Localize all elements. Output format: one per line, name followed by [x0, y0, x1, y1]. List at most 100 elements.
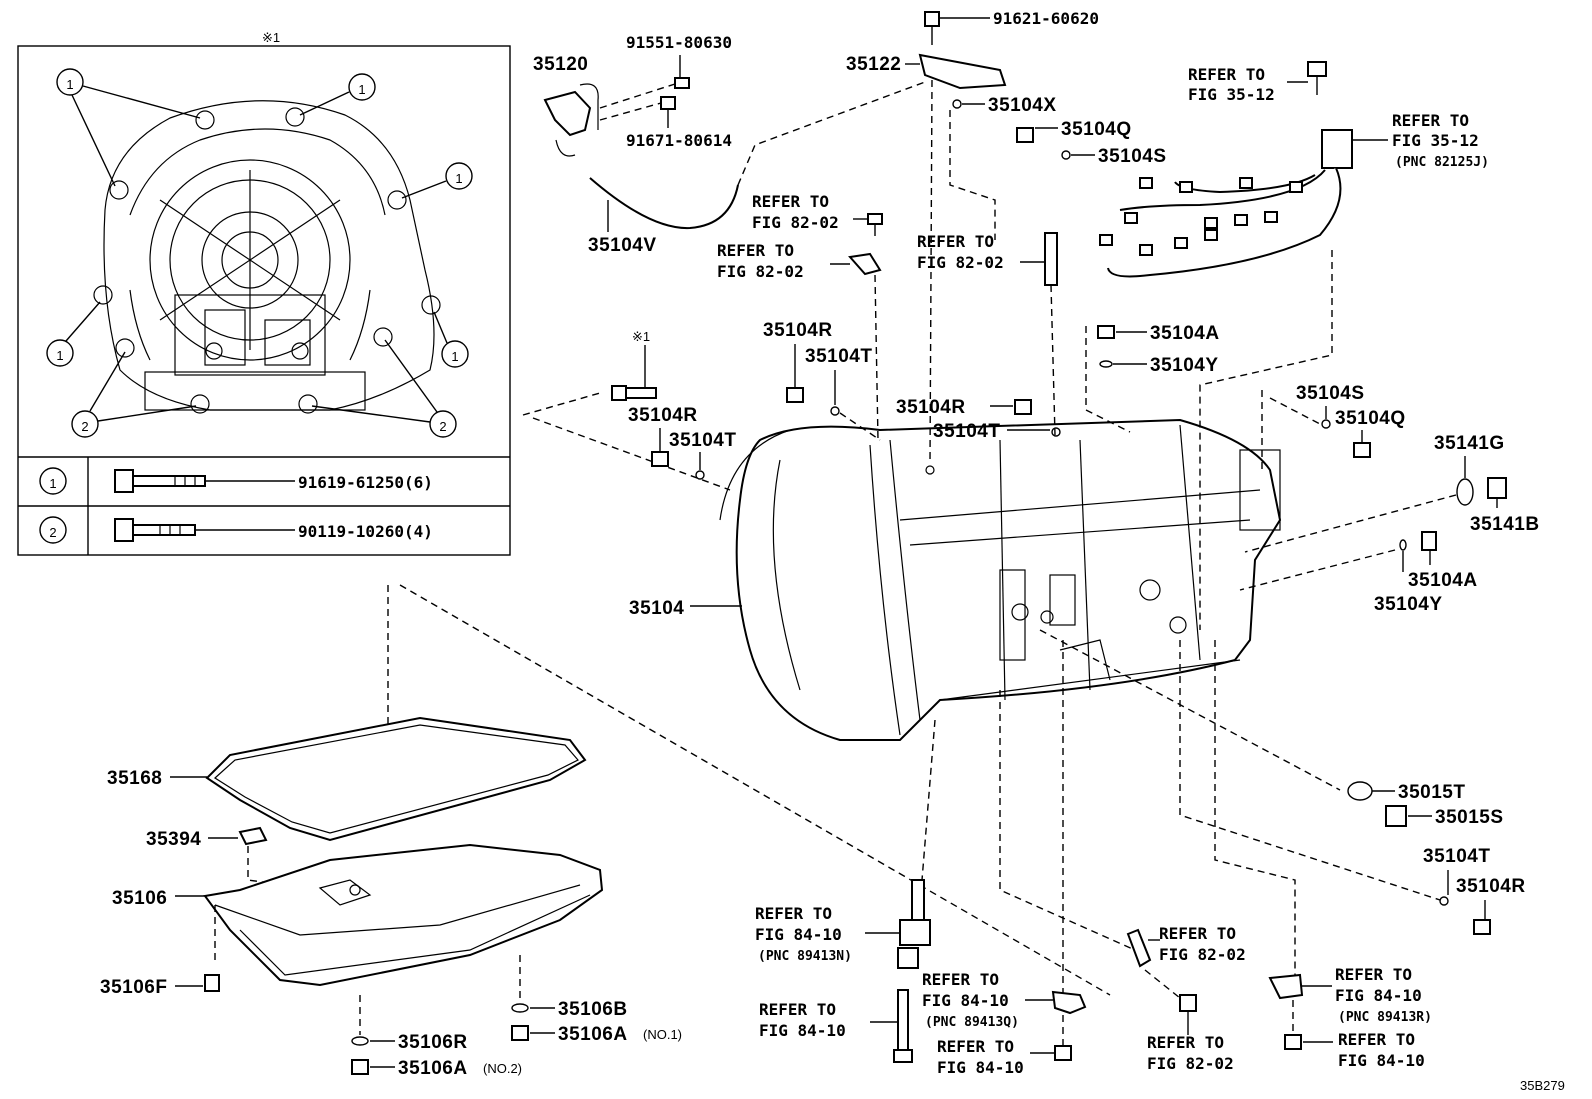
label-35104R-d: 35104R — [1456, 876, 1526, 897]
label-35104S-top: 35104S — [1098, 146, 1167, 167]
part-group-drain: 35015T 35015S 35104T 35104R — [1039, 629, 1526, 935]
callout-1-left — [46, 339, 74, 367]
label-35104T-c: 35104T — [933, 421, 1000, 442]
ref-82-02-a-line2: FIG 82-02 — [752, 213, 839, 232]
label-91551-80630: 91551-80630 — [626, 33, 732, 52]
svg-text:2: 2 — [439, 419, 446, 434]
svg-text:1: 1 — [66, 77, 73, 92]
part-group-bolts-left: ※1 35104R 35104T 35104R 35104T 35104R 35… — [522, 320, 1061, 491]
svg-text:2: 2 — [49, 525, 56, 540]
ref-84-10-c-line1: REFER TO — [922, 970, 999, 989]
inset-callouts: 1 1 1 1 1 2 2 — [46, 68, 473, 438]
part-group-35104A-top: 35104A 35104Y — [1085, 323, 1220, 433]
part-group-harness: REFER TO FIG 35-12 REFER TO FIG 35-12 (P… — [1099, 61, 1489, 630]
ref-84-10-a-pnc: (PNC 89413N) — [758, 949, 852, 964]
inset-frame — [17, 45, 511, 556]
label-35106A-no2-note: (NO.2) — [483, 1061, 522, 1076]
label-35168: 35168 — [107, 768, 162, 789]
svg-text:2: 2 — [81, 419, 88, 434]
label-35104X: 35104X — [988, 95, 1057, 116]
callout-1-top-left — [56, 68, 84, 96]
transmission-case — [719, 418, 1282, 741]
label-35106R: 35106R — [398, 1032, 468, 1053]
svg-text:1: 1 — [56, 348, 63, 363]
ref-82-02-d-line1: REFER TO — [1159, 924, 1236, 943]
label-35104V: 35104V — [588, 235, 657, 256]
ref-82-02-a-line1: REFER TO — [752, 192, 829, 211]
label-35120: 35120 — [533, 54, 588, 75]
ref-82-02-b-line2: FIG 82-02 — [717, 262, 804, 281]
label-35394: 35394 — [146, 829, 201, 850]
label-35104T-d: 35104T — [1423, 846, 1490, 867]
label-35104R-a: 35104R — [763, 320, 833, 341]
ref-84-10-c-pnc: (PNC 89413Q) — [925, 1015, 1019, 1030]
ref-82-02-e-line1: REFER TO — [1147, 1033, 1224, 1052]
label-35104A-top: 35104A — [1150, 323, 1220, 344]
label-35106F: 35106F — [100, 977, 167, 998]
part-group-35122: 91621-60620 35122 35104X — [846, 9, 1099, 463]
part-group-35120: 35120 91551-80630 91671-80614 35104V — [533, 33, 926, 256]
inset-bolt-table: 1 91619-61250(6) 2 90119-10260(4) — [39, 467, 433, 544]
label-35104: 35104 — [629, 598, 684, 619]
label-35122: 35122 — [846, 54, 901, 75]
callout-2-left — [71, 410, 99, 438]
ref-84-10-f-line2: FIG 84-10 — [1338, 1051, 1425, 1070]
callout-1-lower-right — [441, 340, 469, 368]
ref-82-02-b-line1: REFER TO — [717, 241, 794, 260]
ref-84-10-e-pnc: (PNC 89413R) — [1338, 1010, 1432, 1025]
marker-bolt: ※1 — [632, 329, 650, 344]
ref-84-10-d-line2: FIG 84-10 — [937, 1058, 1024, 1077]
ref-82-02-e-line2: FIG 82-02 — [1147, 1054, 1234, 1073]
label-35104Y-right: 35104Y — [1374, 594, 1443, 615]
label-35106A-no1: 35106A — [558, 1024, 628, 1045]
bolt-1-part-number: 91619-61250(6) — [298, 473, 433, 492]
label-35141G: 35141G — [1434, 433, 1505, 454]
callout-1-top-right — [348, 73, 376, 101]
inset-detail: ※1 — [17, 30, 511, 556]
figure-code: 35B279 — [1520, 1078, 1565, 1093]
label-35106A-no2: 35106A — [398, 1058, 468, 1079]
converter-housing-sketch — [93, 100, 441, 414]
label-35015S: 35015S — [1435, 807, 1504, 828]
label-91671-80614: 91671-80614 — [626, 131, 732, 150]
ref-fig-35-12-a-line1: REFER TO — [1188, 65, 1265, 84]
ref-fig-35-12-b-line1: REFER TO — [1392, 111, 1469, 130]
part-group-lower-refs: REFER TO FIG 84-10 (PNC 89413N) REFER TO… — [755, 640, 1432, 1077]
ref-84-10-c-line2: FIG 84-10 — [922, 991, 1009, 1010]
ref-84-10-b-line1: REFER TO — [759, 1000, 836, 1019]
ref-82-02-c-line2: FIG 82-02 — [917, 253, 1004, 272]
ref-fig-35-12-b-pnc: (PNC 82125J) — [1395, 155, 1489, 170]
label-35104T-a: 35104T — [805, 346, 872, 367]
ref-84-10-b-line2: FIG 84-10 — [759, 1021, 846, 1040]
callout-1-right — [445, 162, 473, 190]
ref-fig-35-12-b-line2: FIG 35-12 — [1392, 131, 1479, 150]
part-group-refs-82-02-top: REFER TO FIG 82-02 REFER TO FIG 82-02 RE… — [717, 192, 1058, 441]
label-35104T-b: 35104T — [669, 430, 736, 451]
label-35104R-c: 35104R — [896, 397, 966, 418]
svg-text:1: 1 — [49, 476, 56, 491]
label-35106A-no1-note: (NO.1) — [643, 1027, 682, 1042]
ref-84-10-f-line1: REFER TO — [1338, 1030, 1415, 1049]
part-group-oil-pan: 35168 35394 35106 35106F 35106B 35106A (… — [100, 584, 1111, 1079]
svg-text:1: 1 — [455, 171, 462, 186]
ref-84-10-d-line1: REFER TO — [937, 1037, 1014, 1056]
label-35104Q-right: 35104Q — [1335, 408, 1406, 429]
ref-fig-35-12-a-line2: FIG 35-12 — [1188, 85, 1275, 104]
label-35104R-b: 35104R — [628, 405, 698, 426]
label-35106B: 35106B — [558, 999, 628, 1020]
label-91621-60620: 91621-60620 — [993, 9, 1099, 28]
label-35104Q-top: 35104Q — [1061, 119, 1132, 140]
part-group-35104Q-top: 35104Q 35104S — [1016, 119, 1167, 167]
label-35104S-right: 35104S — [1296, 383, 1365, 404]
ref-84-10-e-line1: REFER TO — [1335, 965, 1412, 984]
label-35104A-right: 35104A — [1408, 570, 1478, 591]
inset-marker: ※1 — [262, 30, 280, 45]
bolt-2-part-number: 90119-10260(4) — [298, 522, 433, 541]
svg-text:1: 1 — [451, 349, 458, 364]
ref-84-10-e-line2: FIG 84-10 — [1335, 986, 1422, 1005]
ref-84-10-a-line2: FIG 84-10 — [755, 925, 842, 944]
label-35141B: 35141B — [1470, 514, 1540, 535]
ref-82-02-c-line1: REFER TO — [917, 232, 994, 251]
part-group-35104: 35104 — [629, 598, 742, 619]
